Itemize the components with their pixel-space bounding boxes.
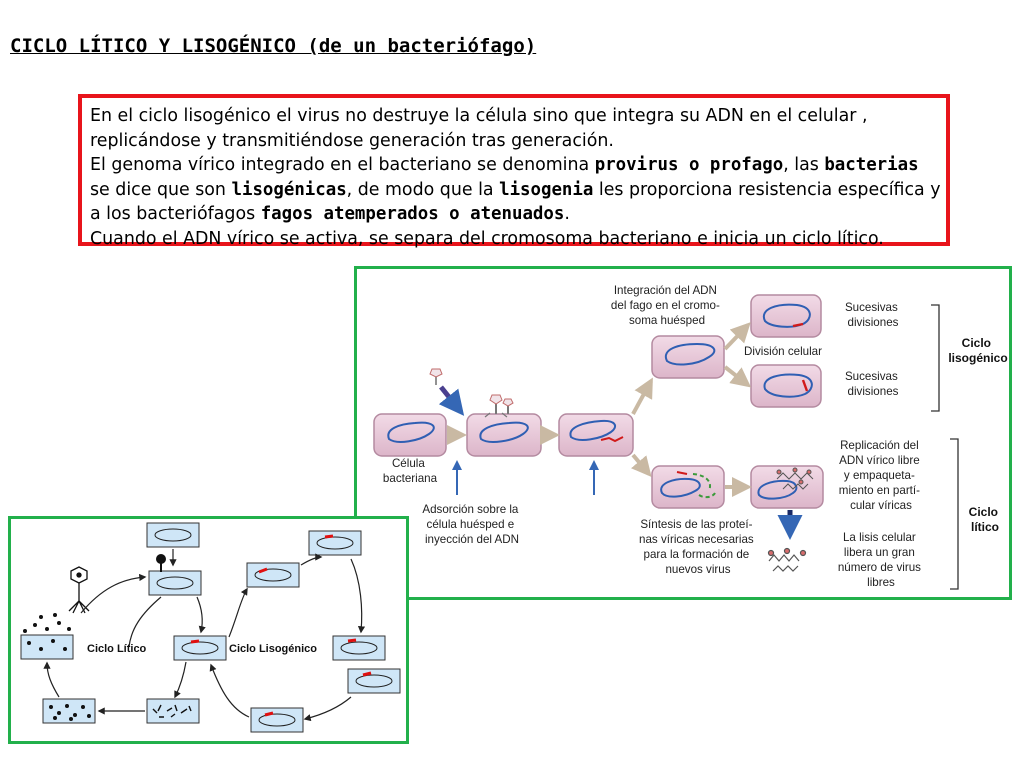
bracket-lytic bbox=[950, 438, 959, 590]
phage-cluster-icon bbox=[776, 467, 814, 490]
cell-center bbox=[173, 635, 227, 661]
cell-lyso-3 bbox=[332, 635, 386, 661]
label-sintesis: Síntesis de las proteí- nas víricas nece… bbox=[639, 518, 757, 576]
cell-integrated bbox=[651, 335, 725, 379]
cell-adsorption bbox=[466, 394, 542, 457]
cycle-circle-diagram: Ciclo Lítico Ciclo Lisogénico bbox=[8, 516, 409, 744]
explanation-box: En el ciclo lisogénico el virus no destr… bbox=[78, 94, 950, 249]
bracket-lysogenic bbox=[931, 304, 940, 412]
label-replicacion: Replicación del ADN vírico libre y empaq… bbox=[839, 439, 923, 512]
cell-lysed bbox=[20, 613, 74, 660]
arrow-lyso-5 bbox=[209, 663, 250, 718]
cell-replication bbox=[651, 465, 725, 509]
cell-lyso-1 bbox=[308, 530, 362, 556]
term-lisogenia: lisogenia bbox=[499, 179, 594, 200]
label-adsorcion: Adsorción sobre la célula huésped e inye… bbox=[422, 503, 521, 546]
arrow-lyso-1 bbox=[228, 587, 248, 638]
cell-bacterial bbox=[373, 413, 447, 457]
cell-lytic-fragments bbox=[146, 698, 200, 724]
cell-injected bbox=[558, 413, 634, 457]
label-lisis: La lisis celular libera un gran número d… bbox=[838, 531, 924, 589]
phage-icon bbox=[156, 554, 166, 572]
diagram-2-svg: Ciclo Lítico Ciclo Lisogénico bbox=[20, 522, 401, 733]
arrow-to-center bbox=[196, 596, 206, 634]
cell-lyso-5 bbox=[250, 707, 304, 733]
arrow-to-division-bottom bbox=[723, 365, 752, 388]
arrow-lyso-2 bbox=[300, 553, 323, 566]
term-lisogenicas: lisogénicas bbox=[231, 179, 347, 200]
cell-lyso-2 bbox=[246, 562, 300, 588]
term-fagos-atemperados: fagos atemperados o atenuados bbox=[260, 204, 565, 224]
paragraph-1: En el ciclo lisogénico el virus no destr… bbox=[90, 106, 868, 151]
label-celula-bacteriana: Célula bacteriana bbox=[383, 457, 438, 485]
lytic-lysogenic-diagram: Integración del ADN del fago en el cromo… bbox=[354, 266, 1012, 600]
cell-top bbox=[146, 522, 200, 548]
paragraph-3: Cuando el ADN vírico se activa, se separ… bbox=[90, 228, 884, 249]
cell-phage-attach bbox=[148, 554, 202, 596]
diagram-1-svg: Integración del ADN del fago en el cromo… bbox=[373, 284, 1008, 590]
term-bacterias: bacterias bbox=[824, 155, 919, 175]
cell-lyso-4 bbox=[347, 668, 401, 694]
arrow-lyso-3 bbox=[350, 558, 366, 634]
term-provirus: provirus o profago bbox=[594, 155, 784, 175]
label-sucesivas-1: Sucesivas divisiones bbox=[845, 301, 901, 329]
label-ciclo-lisogenico-small: Ciclo Lisogénico bbox=[229, 643, 317, 655]
arrow-lytic-5 bbox=[80, 573, 147, 614]
arrow-to-division-top bbox=[723, 322, 751, 351]
cell-division-top bbox=[750, 294, 822, 338]
cell-packaging bbox=[750, 465, 824, 509]
arrow-lyso-4 bbox=[303, 696, 352, 722]
page-title: CICLO LÍTICO Y LISOGÉNICO (de un bacteri… bbox=[10, 35, 537, 57]
phage-large-icon bbox=[68, 566, 90, 614]
label-ciclo-lisogenico: Ciclo lisogénico bbox=[948, 336, 1007, 365]
cell-lytic-phages bbox=[42, 698, 96, 724]
paragraph-2: El genoma vírico integrado en el bacteri… bbox=[90, 155, 941, 224]
label-division-celular: División celular bbox=[744, 345, 822, 358]
label-ciclo-litico: Ciclo lítico bbox=[969, 505, 1002, 534]
phage-attached-icon bbox=[484, 394, 514, 418]
label-integracion: Integración del ADN del fago en el cromo… bbox=[611, 284, 723, 327]
label-sucesivas-2: Sucesivas divisiones bbox=[845, 370, 901, 398]
cell-division-bottom bbox=[750, 364, 822, 408]
arrow-to-replication bbox=[631, 453, 652, 478]
released-viruses-icon bbox=[767, 547, 807, 572]
arrow-lytic-1 bbox=[128, 596, 162, 648]
phage-free-icon bbox=[429, 368, 443, 385]
arrow-lytic-2 bbox=[174, 661, 187, 699]
arrow-phage-incoming bbox=[438, 385, 465, 416]
arrow-lytic-4 bbox=[43, 661, 60, 698]
label-ciclo-litico-small: Ciclo Lítico bbox=[87, 643, 147, 655]
arrow-to-integration bbox=[631, 377, 653, 415]
